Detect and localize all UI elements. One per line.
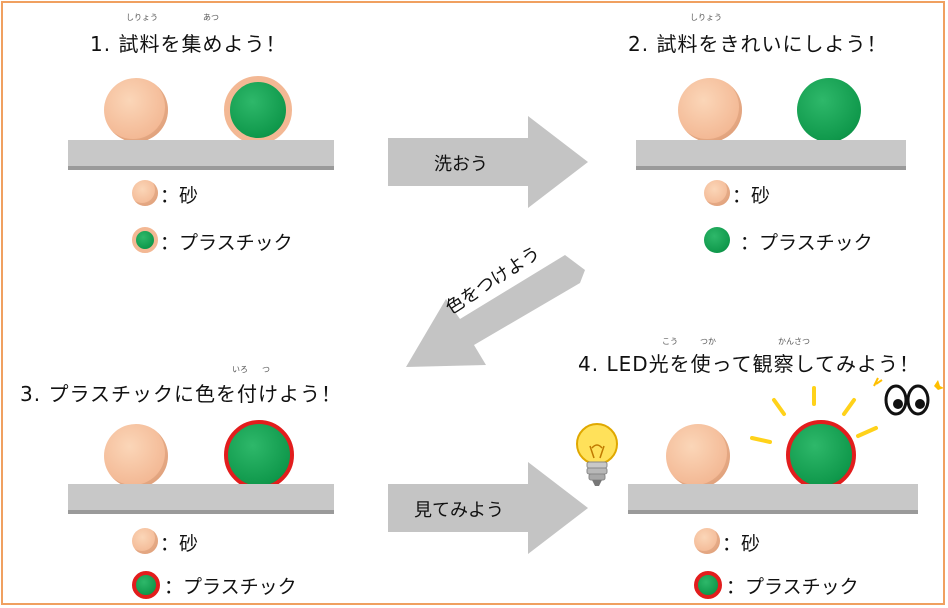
panel-3-title: 3. プラスチックに色を付けよう！ (20, 382, 343, 406)
legend-plastic-label: ：プラスチック (726, 576, 859, 598)
sand-swatch (694, 528, 720, 554)
surface-bar (68, 140, 334, 170)
stained-plastic-particle (224, 420, 294, 490)
sand-swatch (704, 180, 730, 206)
ruby-iro: いろ (232, 365, 248, 374)
plastic-swatch (132, 227, 158, 253)
legend-plastic-label: ：プラスチック (164, 576, 297, 598)
glow-rays (750, 386, 878, 444)
plastic-swatch (694, 571, 722, 599)
sand-swatch (132, 180, 158, 206)
panel-2-title: 2. 試料をきれいにしよう！ (628, 32, 888, 56)
sand-particle (104, 424, 168, 488)
sand-particle (104, 78, 168, 142)
ruby-tsuka: つか (700, 337, 716, 346)
surface-bar (628, 484, 918, 514)
legend-sand-label: ：砂 (160, 185, 199, 207)
arrow-color (406, 255, 585, 367)
light-bulb-icon (576, 423, 618, 486)
clean-plastic-particle (797, 78, 861, 142)
plastic-swatch (132, 571, 160, 599)
ruby-tsu: つ (262, 365, 270, 374)
sand-particle (666, 424, 730, 488)
arrow-look-label: 見てみよう (414, 500, 504, 521)
arrow-wash-label: 洗おう (434, 154, 488, 175)
ruby-kou: こう (662, 337, 678, 346)
arrow-look (388, 462, 588, 554)
arrow-wash (388, 116, 588, 208)
surface-bar (636, 140, 906, 170)
glowing-plastic-particle (786, 420, 856, 490)
plastic-swatch (704, 227, 730, 253)
eyes-icon (873, 377, 944, 416)
legend-plastic-label: ：プラスチック (160, 232, 293, 254)
panel-4-title: 4. LED光を使って観察してみよう！ (578, 352, 921, 376)
surface-bar (68, 484, 334, 514)
legend-sand-label: ：砂 (160, 533, 199, 555)
ruby-atsu: あつ (203, 13, 219, 22)
legend-sand-label: ：砂 (722, 533, 761, 555)
sand-particle (678, 78, 742, 142)
legend-sand-label: ：砂 (732, 185, 771, 207)
legend-plastic-label: ：プラスチック (740, 232, 873, 254)
ruby-shiryou-2: しりょう (690, 13, 722, 22)
panel-1-title: 1. 試料を集めよう！ (90, 32, 287, 56)
ruby-kansatsu: かんさつ (778, 337, 810, 346)
ruby-shiryou: しりょう (126, 13, 158, 22)
sand-swatch (132, 528, 158, 554)
dirty-plastic-particle (224, 76, 292, 144)
